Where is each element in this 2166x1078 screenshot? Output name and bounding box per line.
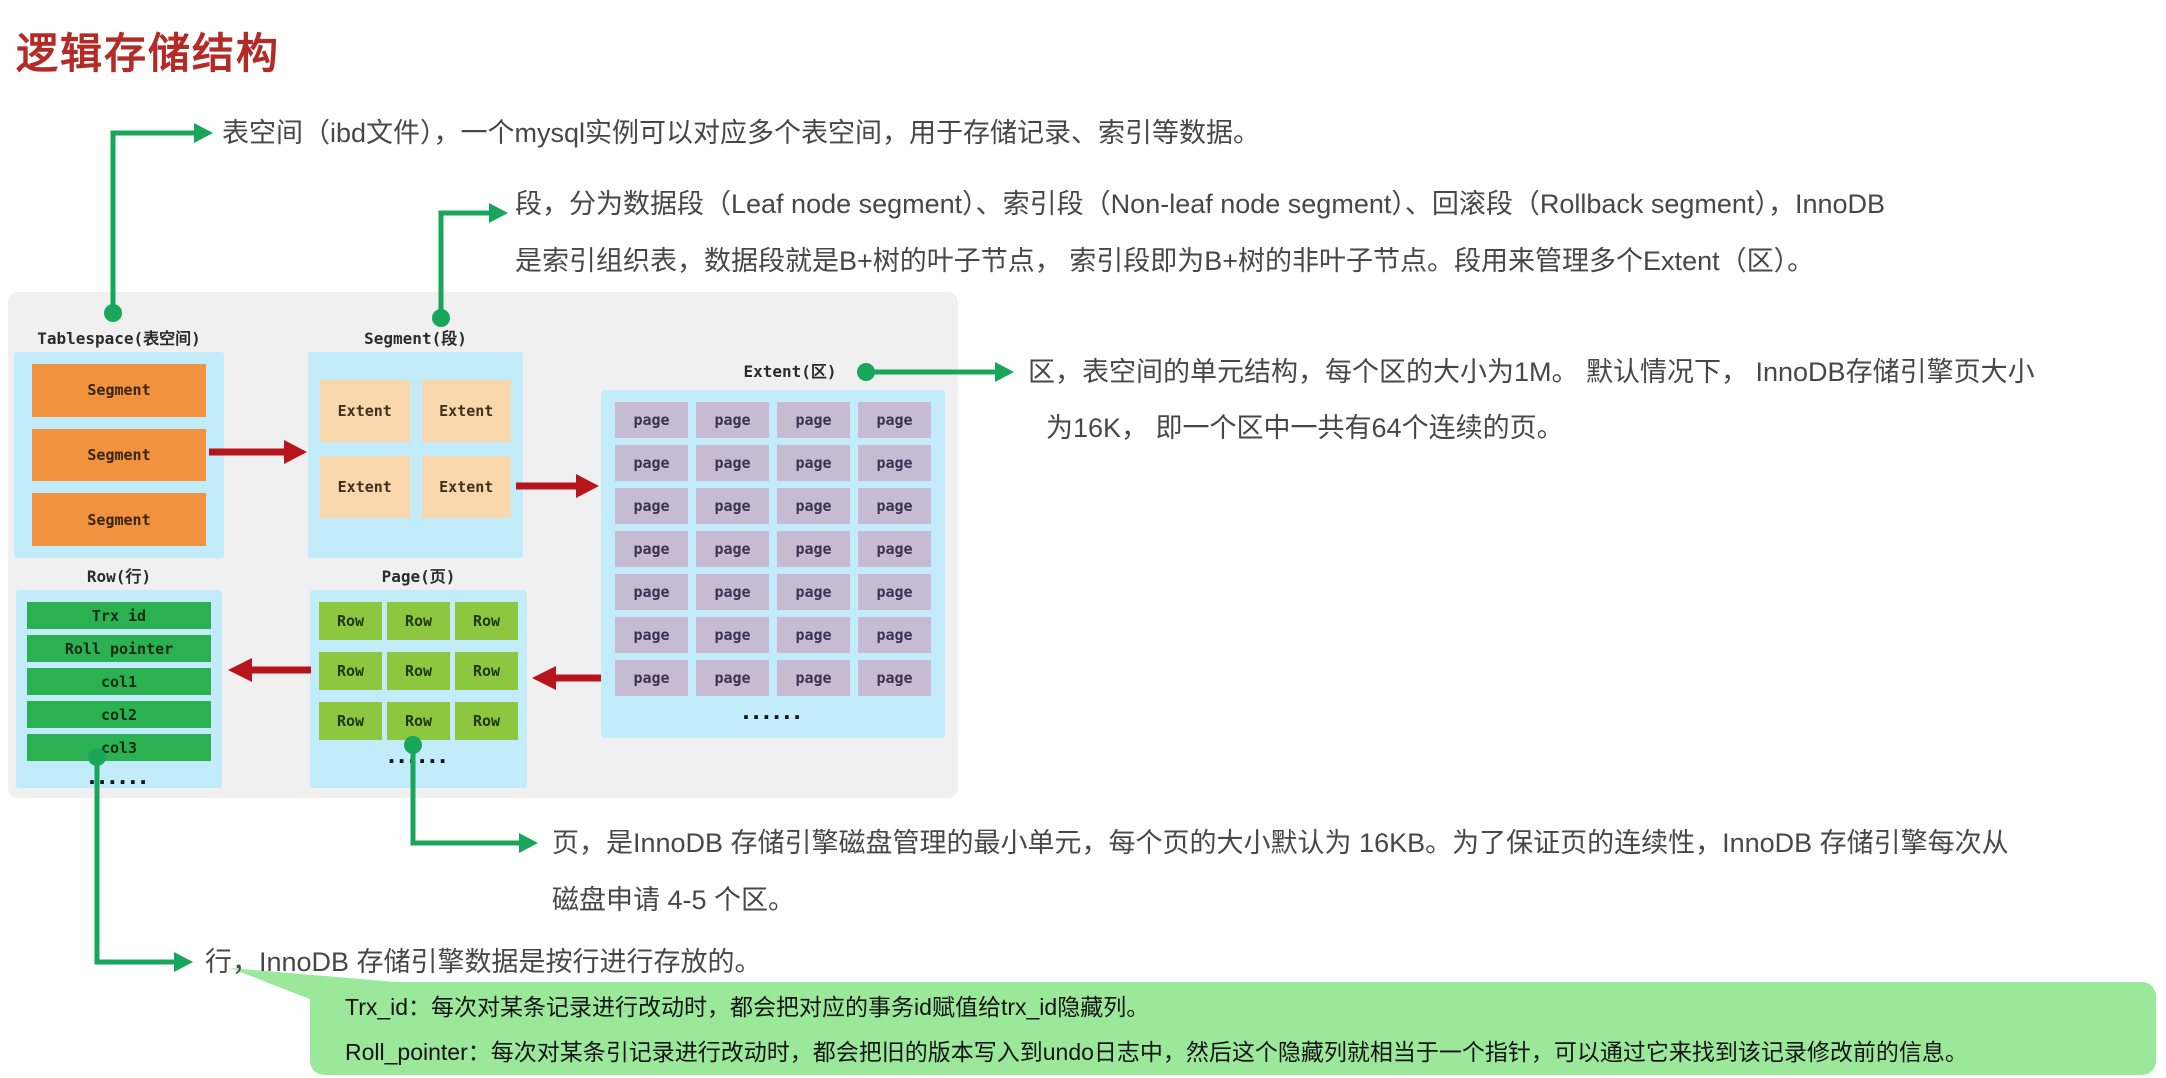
row-cell: Row xyxy=(455,602,518,640)
row-label: Row(行) xyxy=(86,567,152,586)
page-cell: page xyxy=(777,660,850,696)
page-cell: page xyxy=(696,574,769,610)
page-cell: page xyxy=(777,531,850,567)
extent-cell: Extent xyxy=(320,380,410,442)
page-cell: page xyxy=(777,402,850,438)
tablespace-label: Tablespace(表空间) xyxy=(37,329,201,348)
page-cell: page xyxy=(696,660,769,696)
annotation-extent-line1: 区，表空间的单元结构，每个区的大小为1M。 默认情况下， InnoDB存储引擎页… xyxy=(1028,357,2035,387)
page-cell: page xyxy=(858,574,931,610)
page-cell: page xyxy=(777,574,850,610)
page-cell: page xyxy=(696,531,769,567)
page-cell: page xyxy=(858,402,931,438)
segment-bar: Segment xyxy=(32,493,206,547)
annotation-tablespace: 表空间（ibd文件），一个mysql实例可以对应多个表空间，用于存储记录、索引等… xyxy=(222,118,1261,148)
segment-bar: Segment xyxy=(32,428,206,482)
page-cell: page xyxy=(696,445,769,481)
callout-trx-id: Trx_id：每次对某条记录进行改动时，都会把对应的事务id赋值给trx_id隐… xyxy=(345,994,1150,1020)
row-field-bar: col3 xyxy=(27,734,211,761)
page-cell: page xyxy=(777,617,850,653)
row-box: Trx id Roll pointer col1 col2 col3 ...... xyxy=(16,590,222,788)
extent-cell: Extent xyxy=(421,380,511,442)
page-label: Page(页) xyxy=(381,567,456,586)
row-cell: Row xyxy=(455,652,518,690)
page-cell: page xyxy=(615,531,688,567)
callout-roll-pointer: Roll_pointer：每次对某条引记录进行改动时，都会把旧的版本写入到und… xyxy=(345,1039,1968,1065)
page-cell: page xyxy=(858,617,931,653)
annotation-page-line1: 页，是InnoDB 存储引擎磁盘管理的最小单元，每个页的大小默认为 16KB。为… xyxy=(552,828,2009,858)
page-cell: page xyxy=(777,488,850,524)
page-ellipsis: ...... xyxy=(387,739,450,769)
page-cell: page xyxy=(615,660,688,696)
page-cell: page xyxy=(858,660,931,696)
row-field-bar: col1 xyxy=(27,668,211,695)
page-cell: page xyxy=(696,488,769,524)
page-cell: page xyxy=(615,488,688,524)
extent-cell: Extent xyxy=(421,456,511,518)
page-title: 逻辑存储结构 xyxy=(16,30,281,77)
annotation-extent-line2: 为16K， 即一个区中一共有64个连续的页。 xyxy=(1046,413,1564,443)
row-cell: Row xyxy=(387,702,450,740)
page-cell: page xyxy=(615,402,688,438)
page-cell: page xyxy=(777,445,850,481)
extent-ellipsis: ...... xyxy=(742,695,804,725)
extent-label: Extent(区) xyxy=(743,362,837,381)
row-cell: Row xyxy=(455,702,518,740)
row-cell: Row xyxy=(319,602,382,640)
row-cell: Row xyxy=(319,652,382,690)
row-field-bar: Roll pointer xyxy=(27,635,211,662)
annotation-segment-line2: 是索引组织表，数据段就是B+树的叶子节点， 索引段即为B+树的非叶子节点。段用来… xyxy=(515,246,1815,276)
extent-cell: Extent xyxy=(320,456,410,518)
segment-bar: Segment xyxy=(32,364,206,417)
hidden-columns-callout: Trx_id：每次对某条记录进行改动时，都会把对应的事务id赋值给trx_id隐… xyxy=(310,982,2156,1075)
annotation-page-line2: 磁盘申请 4-5 个区。 xyxy=(552,885,796,915)
annotation-row: 行，InnoDB 存储引擎数据是按行进行存放的。 xyxy=(205,947,762,977)
row-field-bar: Trx id xyxy=(27,602,211,629)
page-cell: page xyxy=(858,445,931,481)
row-fields: Trx id Roll pointer col1 col2 col3 xyxy=(27,602,211,761)
page-cell: page xyxy=(615,445,688,481)
row-cell: Row xyxy=(387,602,450,640)
page-cell: page xyxy=(696,617,769,653)
row-ellipsis: ...... xyxy=(88,760,150,790)
segment-label: Segment(段) xyxy=(364,329,467,348)
page-cell: page xyxy=(858,488,931,524)
row-cell: Row xyxy=(319,702,382,740)
page-cell: page xyxy=(615,574,688,610)
page-cell: page xyxy=(858,531,931,567)
annotation-segment-line1: 段，分为数据段（Leaf node segment）、索引段（Non-leaf … xyxy=(515,189,1886,219)
page-cell: page xyxy=(615,617,688,653)
row-field-bar: col2 xyxy=(27,701,211,728)
page-cell: page xyxy=(696,402,769,438)
row-cell: Row xyxy=(387,652,450,690)
